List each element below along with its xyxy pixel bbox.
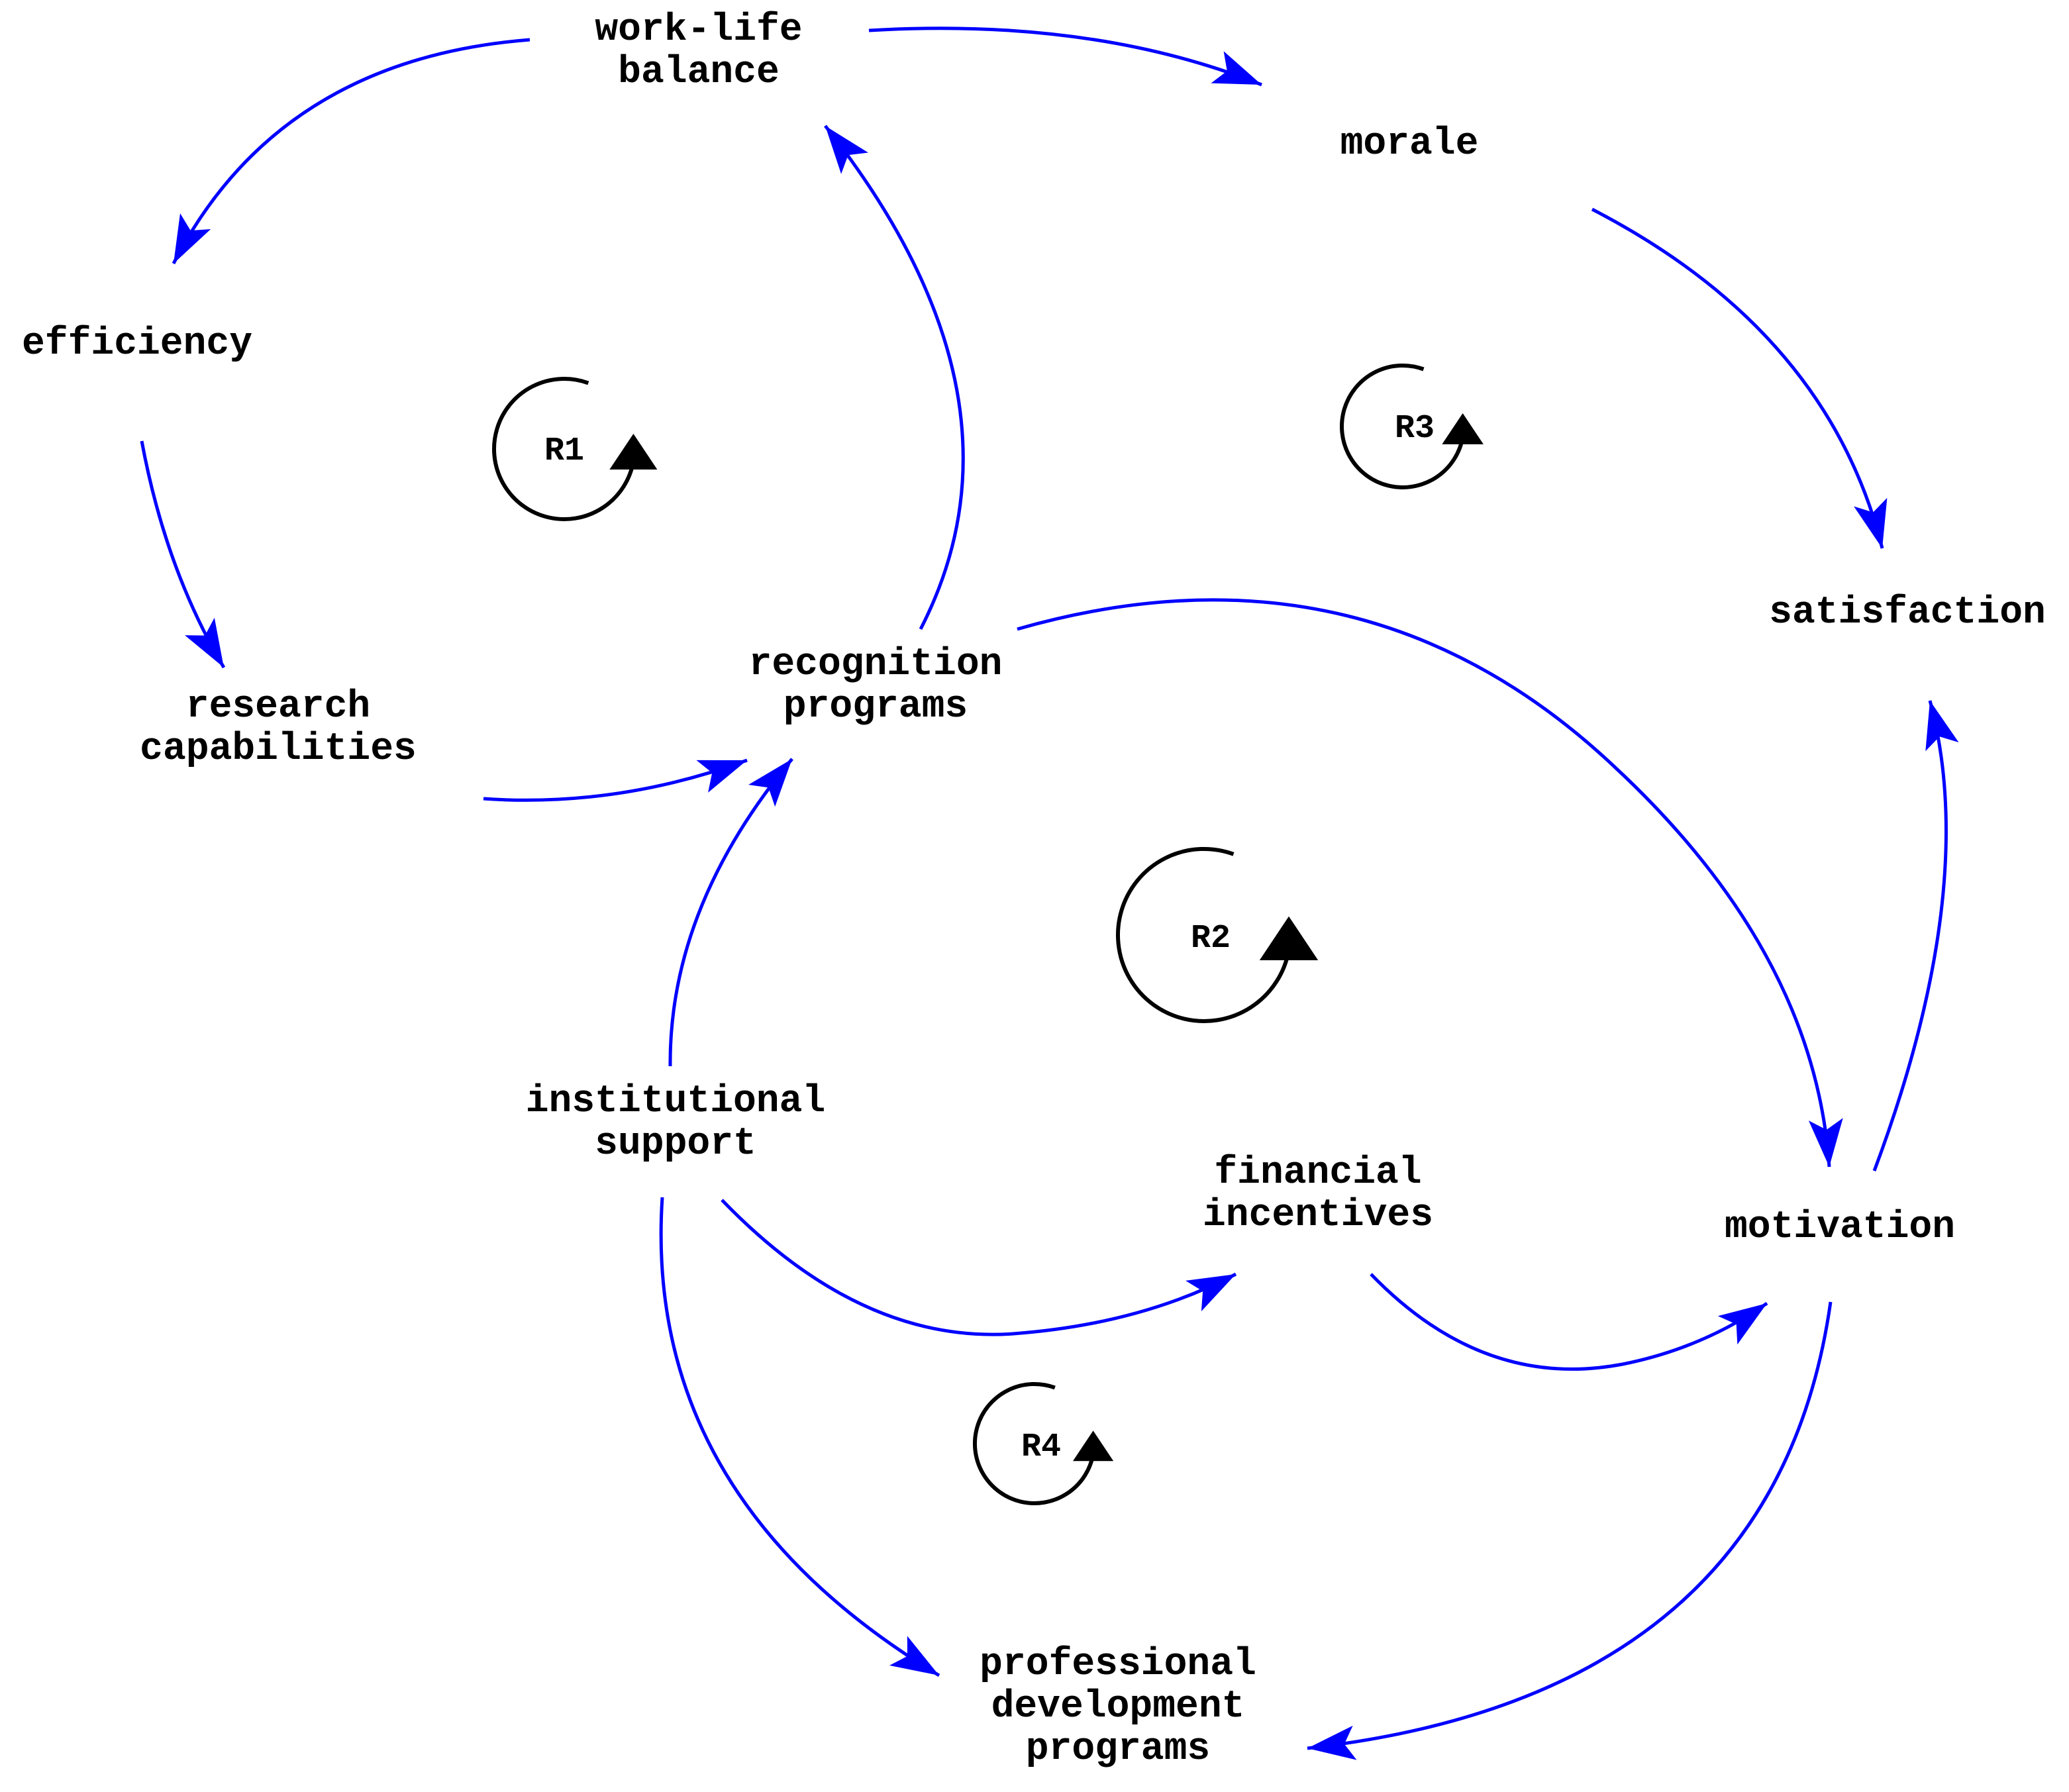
loop-arc	[972, 1381, 1095, 1505]
node-label-line: professional	[980, 1643, 1256, 1686]
loop-marker-r4: R4	[972, 1381, 1114, 1505]
node-label-line: satisfaction	[1769, 591, 2046, 634]
node-morale: morale	[1340, 123, 1479, 166]
loop-label: R1	[544, 432, 584, 470]
node-label-line: capabilities	[140, 728, 417, 771]
node-label-line: research	[186, 685, 370, 728]
node-label-line: balance	[618, 51, 780, 94]
loop-arrowhead	[609, 434, 658, 470]
node-label-line: development	[991, 1685, 1245, 1728]
arrowhead	[825, 126, 868, 174]
link-motivation-to-professional-development-programs	[1307, 1301, 1833, 1760]
link-research-capabilities-to-recognition-programs	[483, 758, 748, 802]
loop-marker-r2: R2	[1116, 846, 1319, 1023]
loop-marker-r3: R3	[1340, 363, 1484, 489]
loop-arc	[1116, 846, 1291, 1023]
link-line	[868, 26, 1262, 87]
loop-arrowhead	[1073, 1430, 1114, 1462]
link-line	[659, 1197, 940, 1677]
link-line	[172, 38, 530, 265]
link-institutional-support-to-financial-incentives	[721, 1199, 1237, 1336]
link-line	[1370, 1273, 1768, 1371]
link-line	[1591, 207, 1884, 549]
arrowhead	[1186, 1274, 1236, 1312]
link-line	[1017, 598, 1831, 1168]
loop-arc	[492, 377, 636, 521]
arrowhead	[1307, 1725, 1357, 1760]
arrowhead	[1808, 1118, 1843, 1167]
arrowhead	[1717, 1303, 1767, 1345]
loop-arrowhead	[1442, 413, 1484, 444]
link-recognition-programs-to-work-life-balance	[824, 124, 965, 630]
arrowhead	[696, 760, 747, 793]
arrowhead	[748, 759, 792, 807]
arrowhead	[185, 617, 224, 668]
loop-label: R4	[1021, 1428, 1061, 1466]
node-label-line: morale	[1340, 123, 1479, 166]
links-layer	[140, 26, 1959, 1760]
loop-label: R2	[1191, 920, 1231, 958]
node-label-line: recognition	[749, 643, 1003, 686]
arrowhead	[1211, 51, 1262, 85]
node-label-line: incentives	[1203, 1194, 1433, 1237]
node-efficiency: efficiency	[22, 323, 252, 366]
node-label-line: efficiency	[22, 323, 252, 366]
node-label-line: work-life	[595, 9, 802, 52]
link-institutional-support-to-professional-development-programs	[659, 1197, 940, 1677]
node-label-line: motivation	[1725, 1206, 1955, 1249]
link-line	[721, 1199, 1237, 1336]
link-financial-incentives-to-motivation	[1370, 1273, 1768, 1371]
arrowhead	[174, 213, 211, 264]
link-institutional-support-to-recognition-programs	[668, 758, 793, 1067]
link-line	[1872, 700, 1948, 1171]
arrowhead	[1925, 701, 1959, 752]
link-motivation-to-satisfaction	[1872, 700, 1959, 1171]
node-satisfaction: satisfaction	[1769, 591, 2046, 634]
node-label-line: programs	[783, 685, 968, 728]
node-label-line: support	[595, 1122, 756, 1166]
loop-arc	[1340, 363, 1465, 489]
link-work-life-balance-to-morale	[868, 26, 1262, 87]
loop-marker-r1: R1	[492, 377, 658, 521]
node-label-line: institutional	[526, 1080, 825, 1123]
node-label-line: financial	[1214, 1152, 1421, 1195]
link-work-life-balance-to-efficiency	[172, 38, 530, 265]
node-motivation: motivation	[1725, 1206, 1955, 1249]
arrowhead	[1854, 497, 1888, 548]
loop-arrowhead	[1259, 916, 1319, 960]
link-line	[668, 758, 793, 1067]
link-recognition-programs-to-motivation	[1017, 598, 1843, 1168]
node-label-line: programs	[1026, 1728, 1210, 1771]
link-morale-to-satisfaction	[1591, 207, 1888, 549]
arrowhead	[889, 1636, 939, 1675]
link-efficiency-to-research-capabilities	[140, 440, 226, 669]
loop-label: R3	[1395, 410, 1435, 448]
link-line	[824, 124, 965, 630]
link-line	[1307, 1301, 1833, 1750]
